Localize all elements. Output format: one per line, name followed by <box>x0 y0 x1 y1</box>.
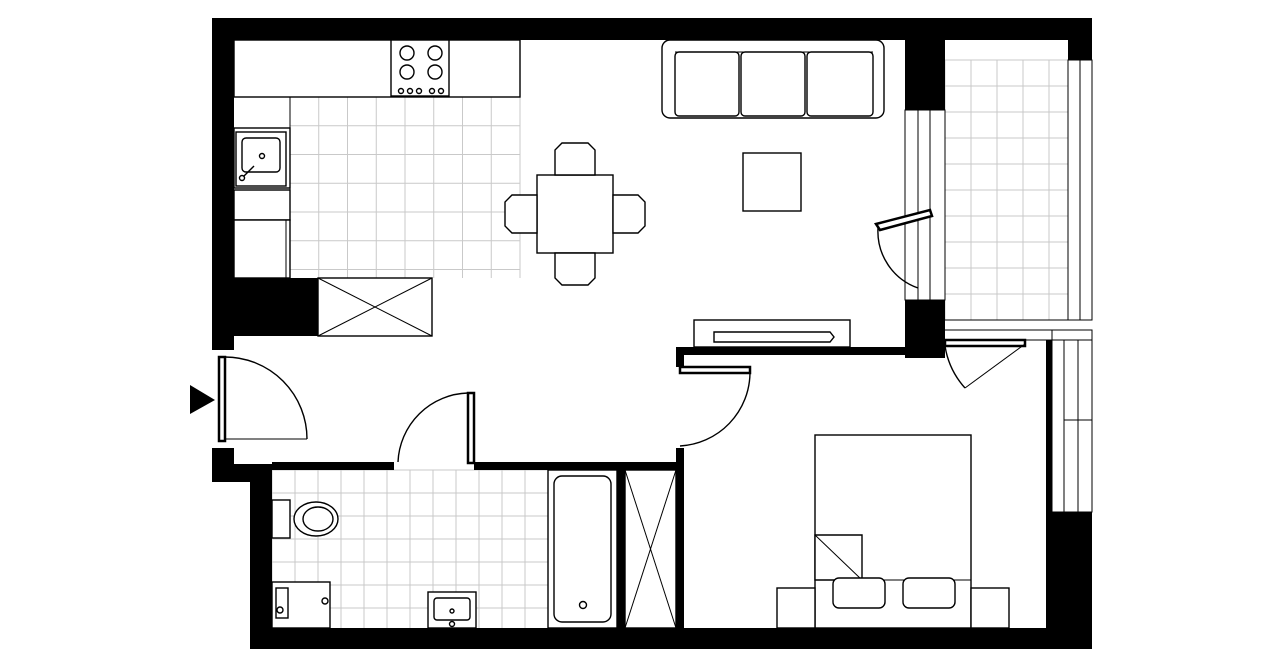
bedroom-balcony-door[interactable] <box>943 338 1027 389</box>
washing-machine-icon <box>271 581 331 629</box>
bathroom-sink-icon <box>427 591 477 629</box>
wardrobe-icon <box>317 277 433 337</box>
closet-icon <box>624 469 677 629</box>
sofa-icon <box>661 39 885 119</box>
balcony-door[interactable] <box>873 208 934 289</box>
balcony-tile-floor <box>944 59 1068 321</box>
tv-cabinet-icon <box>693 319 851 348</box>
dining-table-icon <box>504 142 646 286</box>
interior-walls <box>272 340 1052 630</box>
fridge-icon <box>233 219 291 279</box>
bathtub-icon <box>547 469 618 629</box>
nightstand-right-icon <box>970 587 1010 629</box>
kitchen-sink-icon <box>235 131 287 187</box>
bathroom-door[interactable] <box>397 391 476 465</box>
bedroom-door[interactable] <box>678 365 752 447</box>
kitchen-tile-floor <box>289 96 521 278</box>
toilet-icon <box>271 499 339 539</box>
bedroom-window-frame <box>1051 329 1093 513</box>
nightstand-left-icon <box>776 587 816 629</box>
coffee-table-icon <box>742 152 802 212</box>
stove-icon <box>390 39 450 97</box>
exterior-walls <box>212 18 1092 649</box>
bed-icon <box>814 434 972 629</box>
entrance-arrow-icon <box>190 385 215 414</box>
entrance-door[interactable] <box>217 355 308 443</box>
